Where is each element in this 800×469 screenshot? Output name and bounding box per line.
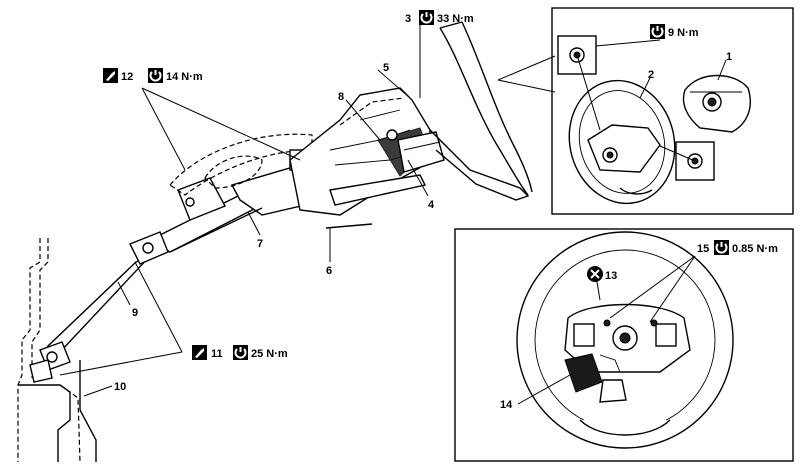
leader-lines	[59, 23, 727, 405]
callout-2: 2	[648, 69, 654, 81]
callout-8: 8	[338, 91, 344, 103]
callout-4: 4	[428, 199, 435, 211]
torque-wrench-icon	[419, 10, 434, 25]
torque-12: 14 N·m	[166, 71, 203, 83]
callout-15: 15	[697, 243, 709, 255]
torque-3: 33 N·m	[437, 13, 474, 25]
callout-3: 3	[405, 13, 411, 25]
callout-6: 6	[326, 265, 332, 277]
callout-14: 14	[500, 399, 513, 411]
wheel-switch-inset-frame	[454, 228, 794, 462]
airbag-inset	[557, 35, 751, 205]
torque-wrench-icon	[650, 24, 665, 39]
callout-1: 1	[726, 51, 732, 63]
do-not-reuse-icon	[587, 266, 603, 282]
torque-wrench-icon	[233, 345, 248, 360]
callout-13: 13	[605, 270, 617, 282]
grease-icon	[192, 345, 207, 360]
intermediate-shaft	[29, 231, 169, 383]
torque-wrench-icon	[148, 68, 163, 83]
callout-9: 9	[132, 307, 138, 319]
torque-airbag: 9 N·m	[668, 27, 699, 39]
callout-11: 11	[211, 348, 223, 360]
column-lower-trim	[325, 223, 373, 229]
grease-icon	[103, 68, 118, 83]
callout-7: 7	[257, 238, 263, 250]
callout-12: 12	[121, 71, 133, 83]
torque-11: 25 N·m	[251, 348, 288, 360]
torque-wrench-icon	[714, 240, 729, 255]
body-panel	[17, 238, 97, 463]
torque-15: 0.85 N·m	[732, 243, 778, 255]
wheel-switch-inset	[516, 231, 734, 449]
steering-wheel-edge-view	[429, 21, 533, 201]
callout-10: 10	[114, 381, 126, 393]
callout-5: 5	[383, 62, 389, 74]
airbag-inset-frame	[551, 7, 794, 215]
